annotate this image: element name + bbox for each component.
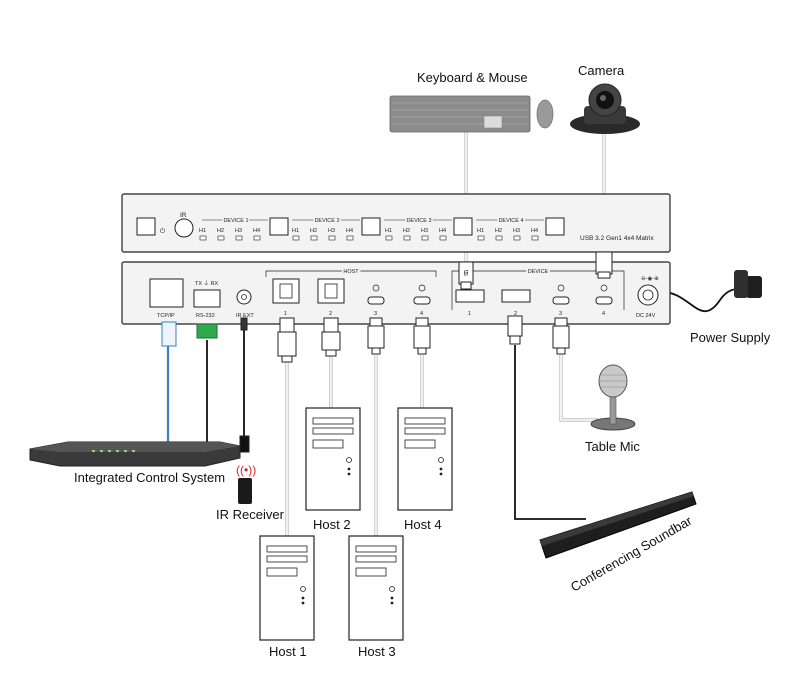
usb-b-plug (323, 317, 339, 333)
device3-select-button[interactable] (453, 217, 473, 236)
ir-receiver-icon (238, 478, 252, 504)
dc-polarity-icon: ⊖-◉-⊕ (641, 276, 659, 282)
usb-a-plug (507, 315, 523, 337)
ir-plug (240, 317, 248, 331)
host-port-1-label: 1 (284, 311, 287, 317)
host-port-4-label: 4 (420, 311, 423, 317)
d1-h1: H1 (199, 228, 206, 234)
host4-pc: Host 4 (397, 407, 453, 532)
d3-h4: H4 (439, 228, 446, 234)
usb-icon: ⭿ (463, 269, 468, 278)
device-port-4-label: 4 (602, 311, 605, 317)
tcpip-port (149, 278, 184, 308)
power-supply-label: Power Supply (690, 330, 771, 345)
host-port-3-label: 3 (374, 311, 377, 317)
keyboard-mouse-label: Keyboard & Mouse (417, 70, 528, 85)
keyboard-mouse-device: Keyboard & Mouse (389, 70, 554, 133)
keyboard-icon (389, 95, 531, 133)
integrated-control-system: Integrated Control System (29, 441, 241, 485)
ir-receiver-label: IR Receiver (216, 507, 285, 522)
device2-usb-a-port (501, 289, 531, 303)
host3-label: Host 3 (358, 644, 396, 659)
device-port-1-label: 1 (468, 311, 471, 317)
d1-h3: H3 (235, 228, 242, 234)
d2-h4: H4 (346, 228, 353, 234)
usb-c-plug (369, 317, 383, 327)
camera-device: Camera (570, 63, 640, 134)
d4-h1: H1 (477, 228, 484, 234)
front-panel: ⏻ IR DEVICE 1 H1 H2 H3 H4 DEVICE 2 H1 H2… (121, 193, 671, 253)
ir-receiver-device: ((•)) IR Receiver (216, 463, 285, 522)
rs232-port (193, 289, 221, 308)
host1-pc: Host 1 (259, 535, 315, 659)
power-icon: ⏻ (160, 228, 165, 235)
table-mic-device: Table Mic (585, 364, 640, 454)
txrx-label: TX ⏚ RX (195, 280, 219, 287)
rs232-terminal-block (196, 323, 218, 339)
irext-label: IR EXT (236, 313, 254, 319)
connectors: ⭿ (161, 251, 613, 453)
device-port-3-label: 3 (559, 311, 562, 317)
ir-signal-icon: ((•)) (236, 463, 256, 477)
d4-h3: H3 (513, 228, 520, 234)
model-label: USB 3.2 Gen1 4x4 Matrix (580, 235, 654, 242)
device3-usb-c-port (552, 296, 570, 305)
usb-c-plug (415, 317, 429, 327)
host1-label: Host 1 (269, 644, 307, 659)
device4-label: DEVICE 4 (498, 218, 523, 224)
integrated-control-label: Integrated Control System (74, 470, 225, 485)
host-group-label: HOST (343, 269, 359, 275)
power-adapter-icon (746, 276, 762, 298)
ir-sensor (174, 218, 194, 238)
d4-h2: H2 (495, 228, 502, 234)
tcpip-label: TCP/IP (157, 313, 175, 319)
device3-label: DEVICE 3 (406, 218, 431, 224)
device4-select-button[interactable] (545, 217, 565, 236)
power-supply-device: Power Supply (690, 270, 771, 345)
device1-select-button[interactable] (269, 217, 289, 236)
d3-h3: H3 (421, 228, 428, 234)
device2-label: DEVICE 2 (314, 218, 339, 224)
usb-c-plug (554, 317, 568, 327)
host-port-2-label: 2 (329, 311, 332, 317)
dc-label: DC 24V (636, 313, 656, 319)
d1-h4: H4 (253, 228, 260, 234)
device4-usb-c-port (595, 296, 613, 305)
device-group-label: DEVICE (528, 269, 549, 275)
camera-label: Camera (578, 63, 625, 78)
mouse-icon (536, 99, 554, 129)
rear-panel: TCP/IP TX ⏚ RX RS-232 IR EXT HOST 1 2 3 … (121, 261, 671, 325)
cables (166, 122, 749, 537)
d4-h4: H4 (531, 228, 538, 234)
d2-h3: H3 (328, 228, 335, 234)
front-ir-label: IR (180, 212, 187, 219)
host4-label: Host 4 (404, 517, 442, 532)
device1-label: DEVICE 1 (223, 218, 248, 224)
soundbar-device: Conferencing Soundbar (539, 491, 697, 595)
device-port-2-label: 2 (514, 311, 517, 317)
host4-usb-c-port (413, 296, 431, 305)
host2-pc: Host 2 (305, 407, 361, 532)
rs232-label: RS-232 (196, 313, 215, 319)
host3-pc: Host 3 (348, 535, 404, 659)
device2-select-button[interactable] (361, 217, 381, 236)
d2-h1: H1 (292, 228, 299, 234)
usb-b-plug (279, 317, 295, 333)
usb-a-plug (595, 251, 613, 275)
ethernet-plug (161, 321, 177, 347)
d3-h2: H2 (403, 228, 410, 234)
host2-label: Host 2 (313, 517, 351, 532)
host3-usb-c-port (367, 296, 385, 305)
d3-h1: H1 (385, 228, 392, 234)
table-mic-label: Table Mic (585, 439, 640, 454)
d1-h2: H2 (217, 228, 224, 234)
d2-h2: H2 (310, 228, 317, 234)
device1-usb-a-port (455, 289, 485, 303)
